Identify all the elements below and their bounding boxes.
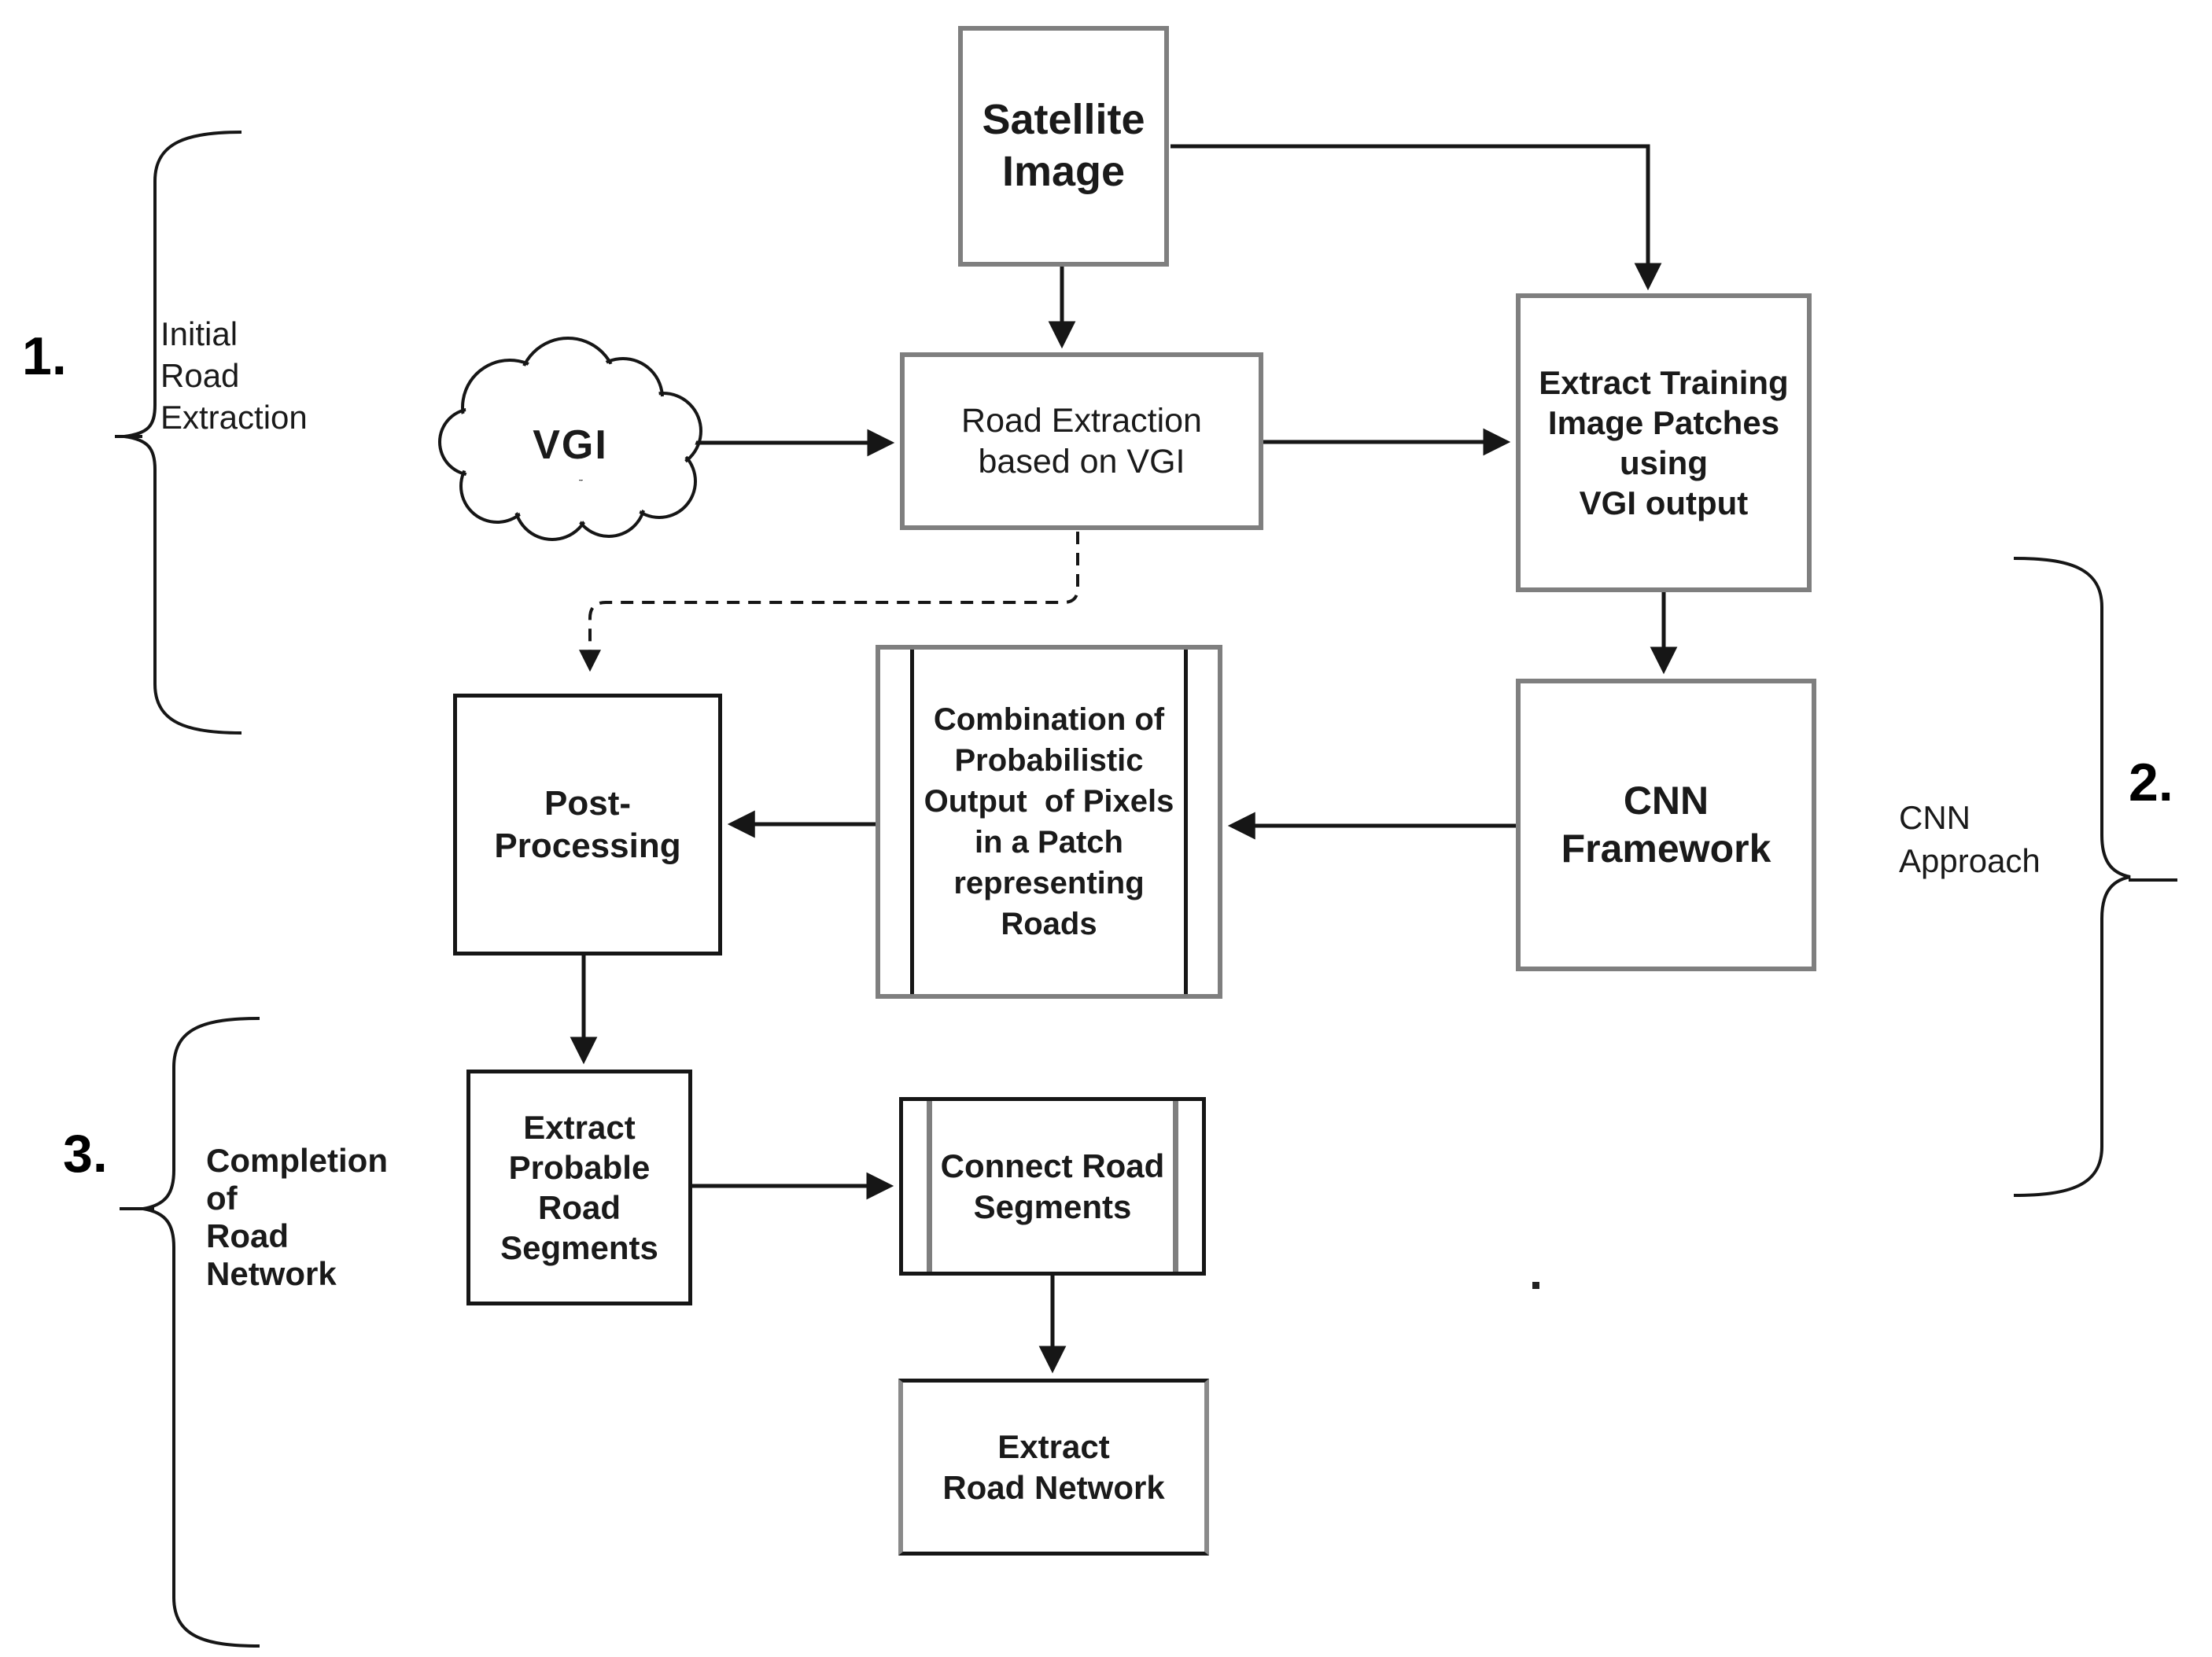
node-post-processing-label: Post- Processing [494, 783, 681, 865]
node-road-extraction: Road Extraction based on VGI [900, 352, 1263, 530]
node-road-extraction-label: Road Extraction based on VGI [961, 401, 1202, 481]
vgi-cloud-icon [438, 337, 702, 541]
section-1-number: 1. [22, 326, 67, 386]
section-3-label: Completion of Road Network [206, 1142, 388, 1292]
node-combination-label: Combination of Probabilistic Output of P… [924, 702, 1174, 941]
node-extract-probable-road-segments: Extract Probable Road Segments [466, 1070, 692, 1305]
node-extract-probable-label: Extract Probable Road Segments [500, 1108, 658, 1267]
combination-inner-line-left [910, 650, 914, 994]
node-combination-probabilistic-output: Combination of Probabilistic Output of P… [876, 645, 1222, 999]
dashed-arrow-road-extraction-to-post-processing [579, 532, 1079, 672]
brace-section-2 [2013, 557, 2177, 1197]
node-extract-road-network: Extract Road Network [898, 1379, 1209, 1556]
section-2-label: CNN Approach [1899, 799, 2041, 879]
connect-inner-line-right [1173, 1101, 1178, 1272]
brace-section-3 [120, 1017, 260, 1648]
node-connect-road-segments: Connect Road Segments [899, 1097, 1206, 1276]
node-extract-road-network-label: Extract Road Network [942, 1428, 1165, 1506]
node-connect-road-label: Connect Road Segments [940, 1147, 1165, 1225]
node-cnn-framework: CNN Framework [1516, 679, 1816, 971]
section-3-number: 3. [63, 1124, 108, 1184]
section-2-number: 2. [2129, 753, 2173, 812]
arrow-satellite-to-extract-training [1171, 144, 1662, 291]
node-vgi-label: VGI [533, 422, 608, 468]
node-post-processing: Post- Processing [453, 694, 722, 956]
node-satellite-image: Satellite Image [958, 26, 1169, 267]
node-cnn-framework-label: CNN Framework [1561, 779, 1771, 871]
stray-dot [1532, 1282, 1539, 1289]
combination-inner-line-right [1184, 650, 1188, 994]
node-extract-training-patches: Extract Training Image Patches using VGI… [1516, 293, 1812, 592]
brace-section-1 [115, 131, 242, 735]
node-extract-training-patches-label: Extract Training Image Patches using VGI… [1539, 363, 1789, 522]
node-satellite-image-label: Satellite Image [982, 96, 1145, 195]
section-1-label: Initial Road Extraction [160, 315, 308, 436]
connect-inner-line-left [927, 1101, 932, 1272]
